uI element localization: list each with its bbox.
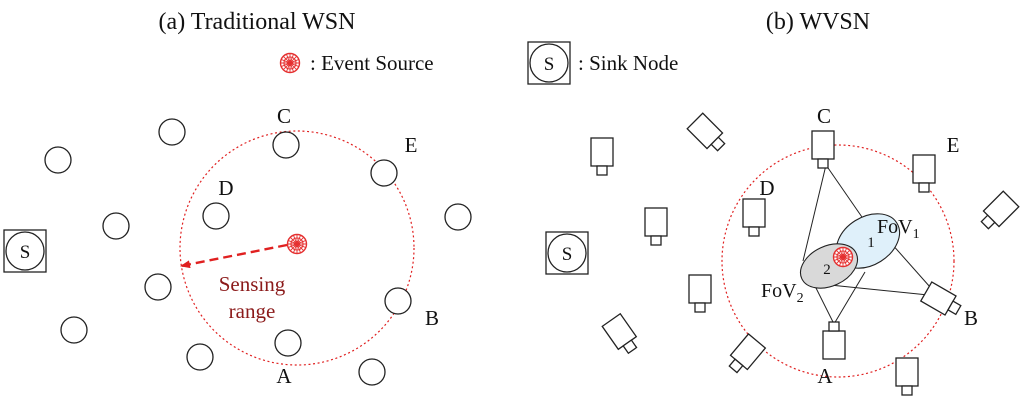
sink-label-a: S xyxy=(20,242,31,263)
camera-node xyxy=(644,207,668,246)
sink-node-b: S xyxy=(545,231,589,275)
node-label-e-b: E xyxy=(947,133,960,157)
fov1-number: 1 xyxy=(867,235,875,251)
node-label-c-b: C xyxy=(817,104,831,128)
fov1-label-base: FoV xyxy=(877,216,913,238)
camera-node-b xyxy=(920,281,965,321)
camera-node-d xyxy=(742,198,766,237)
sensing-range-label-line2: range xyxy=(229,299,276,323)
sink-node-a: S xyxy=(3,229,47,273)
node-label-a-b: A xyxy=(817,364,833,388)
fov1-label-sub: 1 xyxy=(913,227,920,242)
sensing-range-circle-b xyxy=(721,144,955,378)
panel-a-title: (a) Traditional WSN xyxy=(159,9,356,35)
sensor-node-a xyxy=(274,329,302,357)
node-label-e-a: E xyxy=(405,133,418,157)
sensor-node-b xyxy=(384,287,412,315)
node-label-b-b: B xyxy=(964,306,978,330)
panel-a-traditional-wsn: (a) Traditional WSN S Sensing range xyxy=(3,9,472,388)
legend-sink-node-label: : Sink Node xyxy=(578,51,678,75)
legend-event-source-label: : Event Source xyxy=(310,51,434,75)
legend-sink-node-icon: S xyxy=(527,41,571,85)
sink-label-b: S xyxy=(562,244,573,265)
camera-node-a xyxy=(822,321,846,360)
node-label-b-a: B xyxy=(425,306,439,330)
sensor-node xyxy=(444,203,472,231)
fov2-number: 2 xyxy=(823,262,831,278)
sensor-node xyxy=(102,212,130,240)
fov2-label: FoV2 xyxy=(761,280,804,306)
sensor-node xyxy=(186,343,214,371)
node-label-d-b: D xyxy=(759,176,774,200)
camera-node xyxy=(895,357,919,396)
camera-node xyxy=(686,112,730,156)
sensing-range-arrow xyxy=(180,243,288,269)
camera-node xyxy=(590,137,614,176)
fov1-label: FoV1 xyxy=(877,216,920,242)
camera-node xyxy=(976,190,1020,234)
fov2-label-sub: 2 xyxy=(797,291,804,306)
camera-node xyxy=(601,313,643,358)
event-source-icon xyxy=(286,233,308,255)
sensor-node xyxy=(144,273,172,301)
event-source-icon-b xyxy=(832,246,854,268)
legend-event-source-icon xyxy=(279,52,301,74)
sensor-node xyxy=(44,146,72,174)
camera-node-e xyxy=(912,154,936,193)
panel-b-wvsn: (b) WVSN 1 2 xyxy=(545,9,1020,396)
sensor-node-d xyxy=(202,202,230,230)
camera-node-c xyxy=(811,130,835,169)
sensor-node-e xyxy=(370,159,398,187)
camera-sight-lines xyxy=(802,164,939,325)
legend: : Event Source S : Sink Node xyxy=(279,41,678,85)
sensor-node-c xyxy=(272,131,300,159)
camera-node xyxy=(688,274,712,313)
fov2-label-base: FoV xyxy=(761,280,797,302)
camera-node xyxy=(724,333,767,378)
sensor-nodes-a xyxy=(44,118,472,386)
legend-sink-symbol: S xyxy=(544,54,555,75)
node-label-c-a: C xyxy=(277,104,291,128)
sensing-range-circle xyxy=(179,130,415,366)
sensor-node xyxy=(158,118,186,146)
sensing-range-label-line1: Sensing xyxy=(219,272,286,296)
sensor-node xyxy=(60,316,88,344)
node-label-a-a: A xyxy=(276,364,292,388)
sensor-node xyxy=(358,358,386,386)
panel-b-title: (b) WVSN xyxy=(766,9,870,35)
node-label-d-a: D xyxy=(218,176,233,200)
